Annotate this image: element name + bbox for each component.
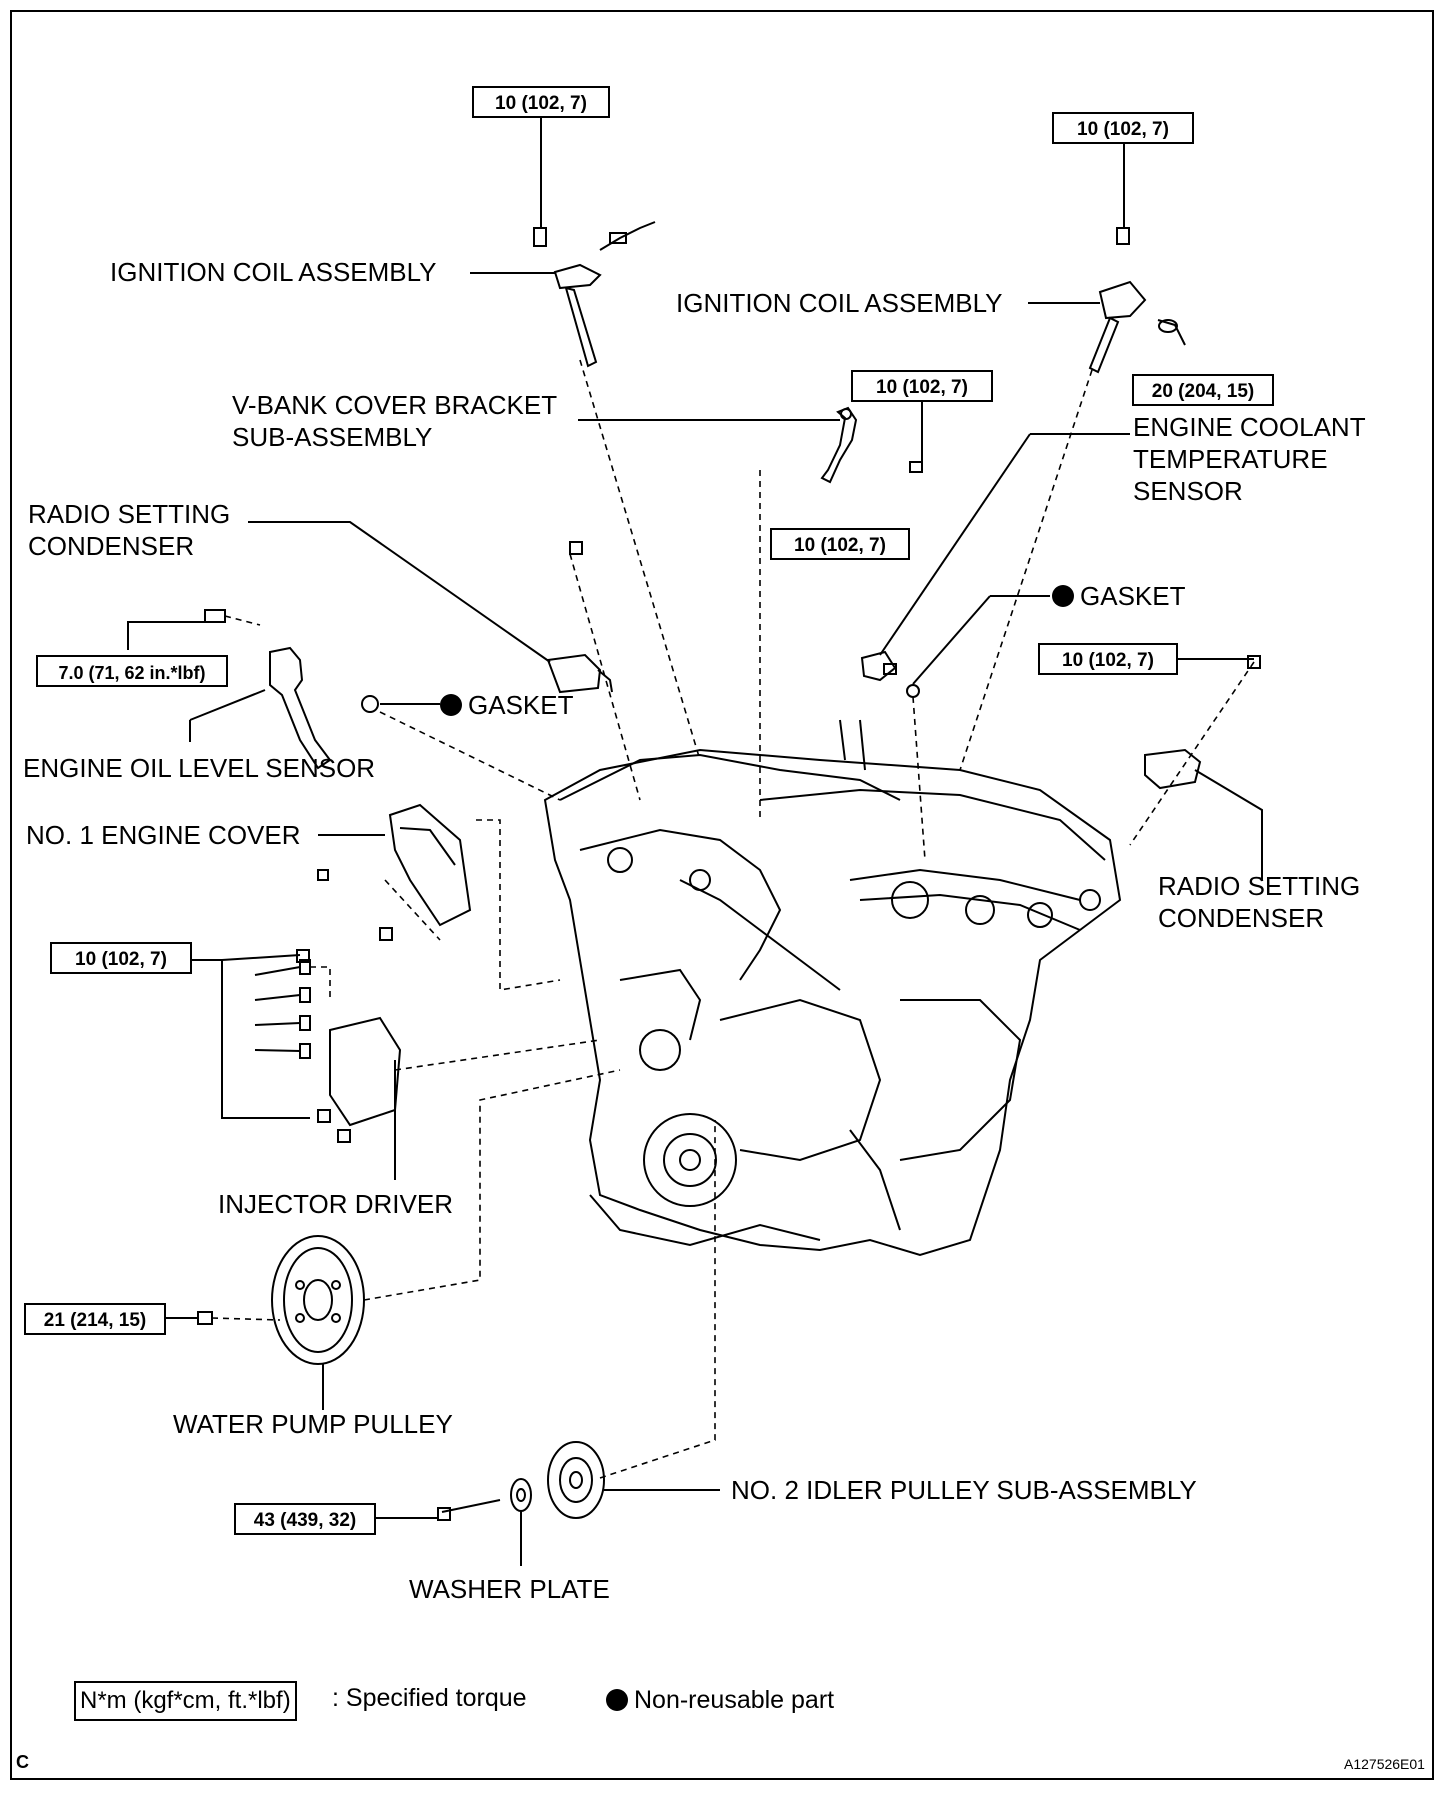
label-idler-pulley: NO. 2 IDLER PULLEY SUB-ASSEMBLY [731, 1475, 1197, 1505]
corner-letter: C [16, 1752, 29, 1772]
legend-nonreusable-text: Non-reusable part [634, 1686, 835, 1714]
label-injector-driver: INJECTOR DRIVER [218, 1189, 453, 1219]
legend-nonreusable-dot [606, 1689, 628, 1711]
idler-pulley-drawing [437, 1441, 605, 1521]
label-engine-coolant-sensor: ENGINE COOLANT TEMPERATURE SENSOR [1133, 412, 1366, 506]
vbank-bracket-drawing [820, 398, 923, 484]
nonreusable-dot-lower [440, 694, 462, 716]
engine-block [543, 719, 1122, 1257]
label-ignition-coil-right: IGNITION COIL ASSEMBLY [676, 288, 1003, 318]
water-pump-pulley-drawing [197, 1235, 365, 1365]
torque-bracket: 10 (102, 7) [851, 370, 993, 402]
label-engine-cover: NO. 1 ENGINE COVER [26, 820, 301, 850]
torque-oil-level-sensor: 7.0 (71, 62 in.*lbf) [36, 655, 228, 687]
ignition-coil-left-drawing [533, 105, 656, 368]
torque-idler: 43 (439, 32) [234, 1503, 376, 1535]
diagram-frame [10, 10, 1434, 1780]
torque-coil-left: 10 (102, 7) [472, 86, 610, 118]
torque-condenser-left: 10 (102, 7) [770, 528, 910, 560]
torque-injector-driver: 10 (102, 7) [50, 942, 192, 974]
nonreusable-dot-upper [1052, 585, 1074, 607]
torque-condenser-right: 10 (102, 7) [1038, 643, 1178, 675]
coolant-sensor-drawing [860, 650, 920, 698]
radio-condenser-left-drawing [546, 541, 613, 694]
label-radio-condenser-right: RADIO SETTING CONDENSER [1158, 871, 1361, 933]
ignition-coil-right-drawing [1088, 128, 1186, 374]
label-engine-oil-level-sensor: ENGINE OIL LEVEL SENSOR [23, 753, 376, 783]
figure-id: A127526E01 [1344, 1756, 1425, 1772]
oil-level-sensor-drawing [204, 609, 379, 770]
label-vbank-bracket: V-BANK COVER BRACKET SUB-ASSEMBLY [232, 390, 558, 452]
torque-water-pump: 21 (214, 15) [24, 1303, 166, 1335]
legend-torque-text: : Specified torque [332, 1684, 527, 1712]
label-gasket-lower: GASKET [468, 690, 574, 720]
label-radio-condenser-left: RADIO SETTING CONDENSER [28, 499, 231, 561]
injector-driver-drawing [254, 949, 402, 1143]
torque-coolant-sensor: 20 (204, 15) [1132, 374, 1274, 406]
label-ignition-coil-left: IGNITION COIL ASSEMBLY [110, 257, 437, 287]
label-water-pump-pulley: WATER PUMP PULLEY [173, 1409, 453, 1439]
label-washer-plate: WASHER PLATE [409, 1574, 610, 1604]
torque-coil-right: 10 (102, 7) [1052, 112, 1194, 144]
legend-torque-unit: N*m (kgf*cm, ft.*lbf) [74, 1681, 297, 1721]
label-gasket-upper: GASKET [1080, 581, 1186, 611]
radio-condenser-right-drawing [1144, 655, 1261, 790]
engine-cover-drawing [317, 803, 472, 941]
